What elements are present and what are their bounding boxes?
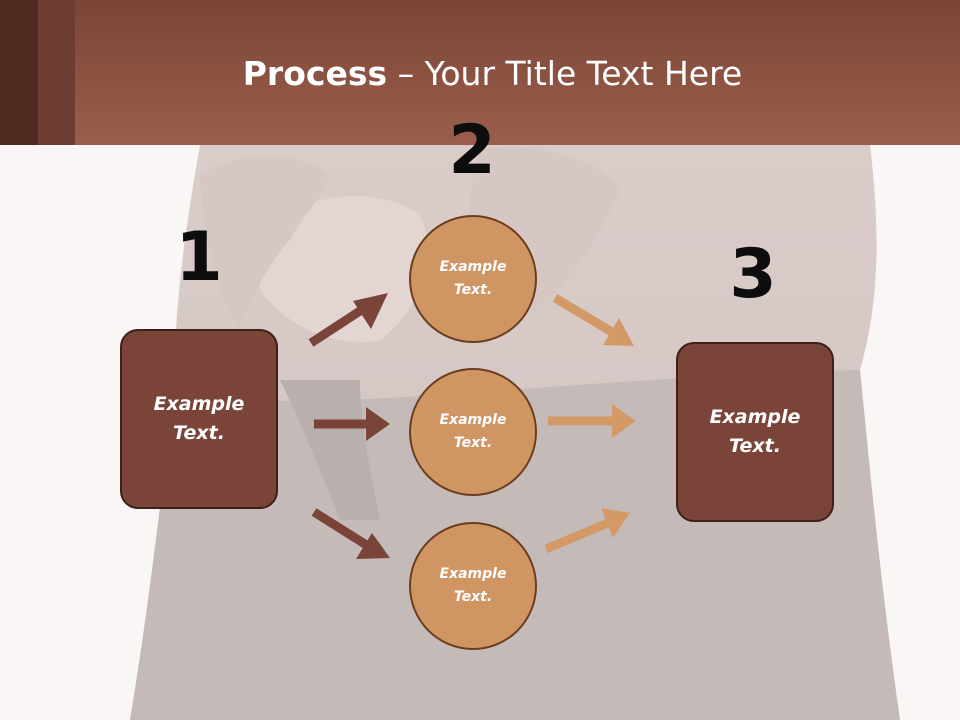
circle-middle-text: Example Text. [439, 412, 507, 451]
circle-bottom: Example Text. [409, 522, 537, 650]
step-box-right: Example Text. [676, 342, 834, 522]
title-bar-stripe-medium [38, 0, 75, 145]
title-bar-stripe-dark [0, 0, 38, 145]
circle-bottom-text: Example Text. [439, 566, 507, 605]
arrow-to-circle-middle [314, 407, 390, 441]
arrow-from-circle-middle [548, 404, 636, 438]
arrow-to-circle-top [308, 293, 388, 347]
arrow-from-circle-bottom [544, 508, 630, 554]
step-box-left-text: Example Text. [153, 393, 245, 444]
arrow-from-circle-top [552, 294, 634, 346]
slide-title: Process – Your Title Text Here [0, 52, 960, 96]
title-rest: – Your Title Text Here [387, 54, 743, 93]
step-box-left: Example Text. [120, 329, 278, 509]
circle-top-text: Example Text. [439, 259, 507, 298]
step-number-2: 2 [448, 111, 496, 190]
step-number-1: 1 [175, 218, 223, 297]
title-bold: Process [242, 54, 388, 93]
arrow-to-circle-bottom [311, 508, 390, 559]
title-bar [0, 0, 960, 145]
circle-top: Example Text. [409, 215, 537, 343]
circle-middle: Example Text. [409, 368, 537, 496]
step-number-3: 3 [729, 235, 777, 314]
step-box-right-text: Example Text. [709, 406, 801, 457]
